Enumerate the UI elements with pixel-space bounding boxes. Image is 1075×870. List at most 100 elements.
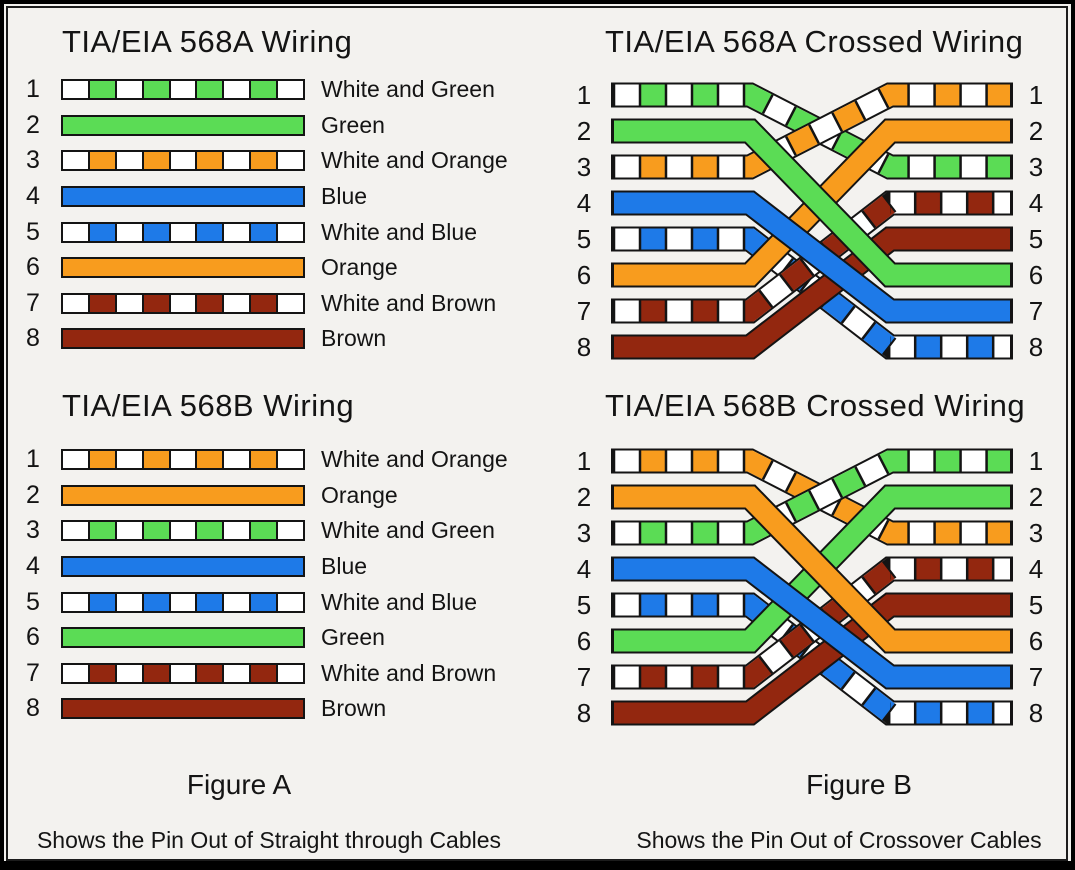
stripe-cell — [168, 593, 196, 611]
stripe-cell — [63, 593, 88, 611]
pin-number-right: 5 — [1029, 224, 1043, 254]
stripe-cell — [141, 522, 169, 540]
stripe-cell — [222, 451, 250, 469]
stripe-cell — [276, 223, 304, 241]
stripe-cell — [276, 451, 304, 469]
pin-number-left: 7 — [577, 662, 591, 692]
stripe-cell — [114, 593, 142, 611]
stripe-cell — [114, 152, 142, 170]
wire-color-label: White and Brown — [321, 289, 497, 316]
stripe-cell — [87, 223, 115, 241]
pin-number-left: 6 — [577, 260, 591, 290]
wire-bar-white-blue — [61, 221, 305, 243]
figure-a-title: Figure A — [186, 769, 292, 800]
stripe-cell — [114, 664, 142, 682]
pin-number-right: 2 — [1029, 482, 1043, 512]
wire-bar-white-orange — [61, 449, 305, 471]
stripe-cell — [195, 152, 223, 170]
wire-bar-brown — [61, 698, 305, 720]
title-568a-crossed: TIA/EIA 568A Crossed Wiring — [605, 24, 1024, 59]
wire-bar-white-blue — [61, 591, 305, 613]
stripe-cell — [195, 522, 223, 540]
figure-b-title: Figure B — [806, 769, 912, 800]
pin-number-right: 6 — [1029, 260, 1043, 290]
stripe-cell — [195, 664, 223, 682]
pin-number-left: 3 — [577, 152, 591, 182]
stripe-cell — [195, 81, 223, 99]
wire-4-to-7-blue — [611, 556, 1013, 690]
stripe-cell — [222, 223, 250, 241]
stripe-cell — [87, 451, 115, 469]
stripe-cell — [141, 451, 169, 469]
stripe-cell — [249, 294, 277, 312]
stripe-cell — [222, 152, 250, 170]
pin-number-right: 1 — [1029, 446, 1043, 476]
stripe-cell — [63, 294, 88, 312]
wire-bar-green — [61, 114, 305, 136]
stripe-cell — [87, 152, 115, 170]
stripe-cell — [222, 294, 250, 312]
wire-4-to-7-blue — [611, 190, 1013, 324]
stripe-cell — [141, 152, 169, 170]
stripe-cell — [63, 522, 88, 540]
stripe-cell — [222, 81, 250, 99]
stripe-cell — [276, 593, 304, 611]
stripe-cell — [249, 522, 277, 540]
stripe-cell — [141, 223, 169, 241]
stripe-cell — [195, 451, 223, 469]
pin-number: 7 — [26, 658, 40, 687]
pin-number: 1 — [26, 445, 40, 474]
pin-number-left: 2 — [577, 116, 591, 146]
pin-number-left: 6 — [577, 626, 591, 656]
stripe-cell — [276, 294, 304, 312]
pin-number-left: 8 — [577, 332, 591, 362]
stripe-cell — [168, 223, 196, 241]
pin-number-right: 8 — [1029, 332, 1043, 362]
pin-number-left: 8 — [577, 698, 591, 728]
wire-3-to-1-orange — [611, 82, 1013, 180]
pin-number: 2 — [26, 110, 40, 139]
pin-number-left: 5 — [577, 224, 591, 254]
pin-number: 4 — [26, 552, 40, 581]
wire-color-label: Brown — [321, 325, 387, 352]
wire-bar-white-brown — [61, 662, 305, 684]
stripe-cell — [276, 152, 304, 170]
wire-bar-white-brown — [61, 292, 305, 314]
title-568a-wiring: TIA/EIA 568A Wiring — [62, 24, 353, 59]
title-568b-crossed: TIA/EIA 568B Crossed Wiring — [605, 388, 1026, 423]
pin-number-right: 5 — [1029, 590, 1043, 620]
pin-number: 1 — [26, 75, 40, 104]
stripe-cell — [168, 81, 196, 99]
wire-color-label: White and Green — [321, 76, 495, 103]
pin-number-right: 3 — [1029, 518, 1043, 548]
stripe-cell — [141, 593, 169, 611]
pin-number-left: 1 — [577, 446, 591, 476]
stripe-cell — [87, 294, 115, 312]
pin-number-left: 7 — [577, 296, 591, 326]
stripe-cell — [249, 451, 277, 469]
stripe-cell — [168, 664, 196, 682]
pin-number: 5 — [26, 217, 40, 246]
stripe-cell — [276, 522, 304, 540]
stripe-cell — [168, 152, 196, 170]
pin-number-right: 2 — [1029, 116, 1043, 146]
stripe-cell — [114, 81, 142, 99]
pin-number-left: 5 — [577, 590, 591, 620]
stripe-cell — [87, 593, 115, 611]
wire-color-label: Green — [321, 624, 385, 651]
stripe-cell — [63, 451, 88, 469]
wire-bar-white-orange — [61, 150, 305, 172]
pin-row-1: 1 White and Green — [18, 72, 548, 108]
stripe-cell — [141, 81, 169, 99]
